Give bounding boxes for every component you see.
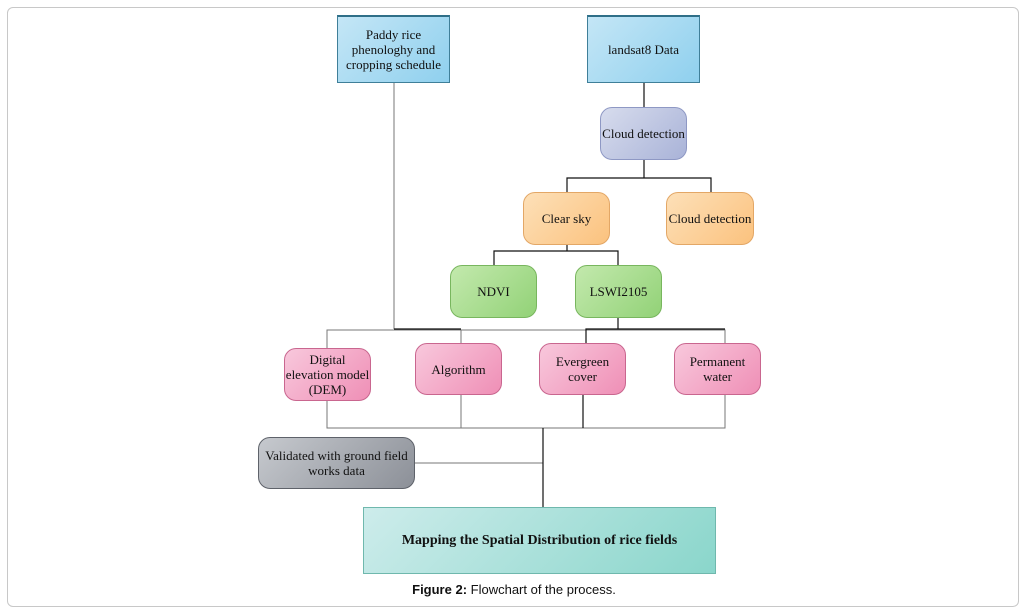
- node-label: landsat8 Data: [607, 42, 680, 57]
- node-label: Cloud detection: [668, 211, 752, 226]
- node-label: Algorithm: [431, 361, 486, 377]
- caption-text: Flowchart of the process.: [467, 582, 616, 597]
- landsat-node: landsat8 Data: [587, 15, 700, 83]
- figure-caption: Figure 2: Flowchart of the process.: [0, 582, 1028, 597]
- cloud-detection-2-node: Cloud detection: [666, 192, 754, 245]
- connector: [326, 329, 726, 348]
- connector: [326, 395, 726, 429]
- connector: [566, 160, 712, 192]
- paddy-rice-node: Paddy rice phenologhy and cropping sched…: [337, 15, 450, 83]
- figure-frame: [7, 7, 1019, 607]
- node-label: Cloud detection: [602, 126, 685, 141]
- node-label: NDVI: [477, 284, 510, 299]
- node-label: Evergreen cover: [555, 354, 610, 384]
- connector: [493, 245, 619, 265]
- node-label: Clear sky: [541, 211, 592, 226]
- connector: [585, 318, 725, 343]
- cloud-detection-node: Cloud detection: [600, 107, 687, 160]
- algorithm-node: Algorithm: [415, 343, 502, 395]
- clear-sky-node: Clear sky: [523, 192, 610, 245]
- node-label: Paddy rice phenologhy and cropping sched…: [346, 27, 441, 72]
- caption-label: Figure 2:: [412, 582, 468, 597]
- node-label: Mapping the Spatial Distribution of rice…: [401, 533, 678, 548]
- node-label: LSWI2105: [589, 284, 648, 299]
- mapping-node: Mapping the Spatial Distribution of rice…: [363, 507, 716, 574]
- node-label: Validated with ground field works data: [265, 448, 408, 478]
- node-label: Digital elevation model (DEM): [285, 352, 370, 397]
- validated-node: Validated with ground field works data: [258, 437, 415, 489]
- ndvi-node: NDVI: [450, 265, 537, 318]
- permanent-water-node: Permanent water: [674, 343, 761, 395]
- node-label: Permanent water: [689, 354, 746, 384]
- dem-node: Digital elevation model (DEM): [284, 348, 371, 401]
- lswi-node: LSWI2105: [575, 265, 662, 318]
- evergreen-cover-node: Evergreen cover: [539, 343, 626, 395]
